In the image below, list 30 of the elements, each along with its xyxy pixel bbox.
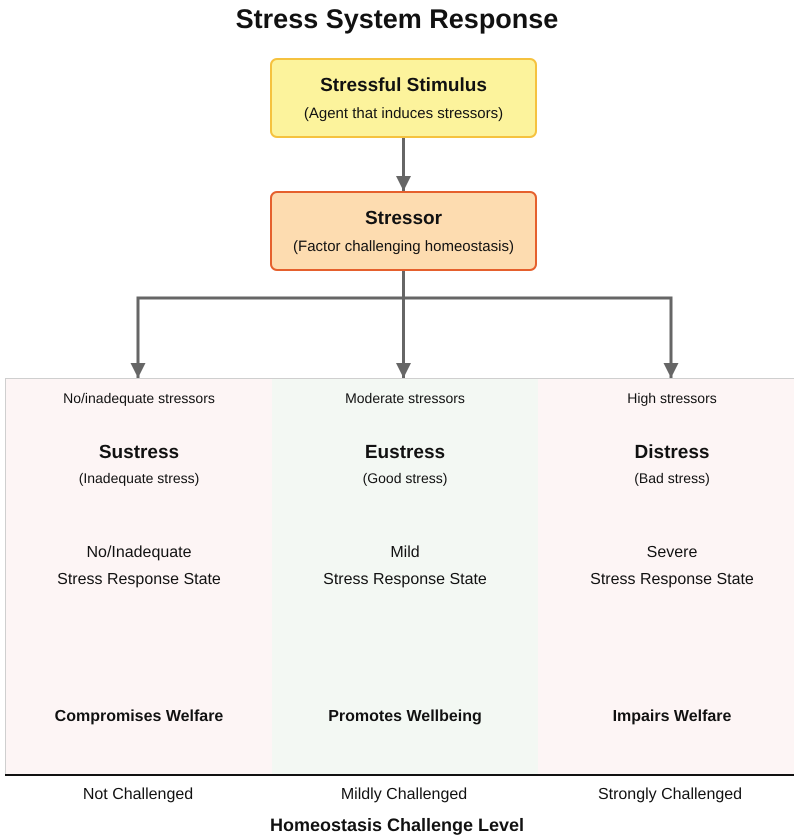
response-state-text: Severe Stress Response State	[590, 543, 754, 590]
box-subtitle: (Factor challenging homeostasis)	[293, 238, 514, 254]
process-box	[270, 58, 537, 138]
diagram-title: Stress System Response	[236, 4, 558, 35]
stress-level-label: No/inadequate stressors	[63, 389, 215, 408]
box-subtitle: (Agent that induces stressors)	[304, 104, 504, 122]
stress-type-heading: Sustress	[98, 441, 180, 465]
outcome-text: Compromises Welfare	[54, 707, 224, 727]
axis-tick-label: Strongly Challenged	[596, 786, 744, 804]
stress-level-label: High stressors	[627, 389, 717, 408]
stress-type-note: (Bad stress)	[634, 469, 710, 488]
outcome-text: Promotes Wellbeing	[328, 707, 482, 727]
stress-type-note: (Inadequate stress)	[78, 469, 200, 488]
stress-level-label: Moderate stressors	[345, 389, 465, 408]
response-state-text: Mild Stress Response State	[323, 543, 487, 590]
outcome-text: Impairs Welfare	[612, 707, 732, 727]
process-box	[270, 191, 537, 271]
box-heading: Stressor	[364, 208, 442, 230]
stress-type-heading: Distress	[634, 441, 710, 465]
axis-tick-label: Not Challenged	[82, 786, 194, 804]
stress-column	[272, 379, 538, 775]
response-state-text: No/Inadequate Stress Response State	[57, 543, 221, 590]
stress-panel	[5, 378, 794, 775]
axis-title: Homeostasis Challenge Level	[270, 815, 524, 836]
box-heading: Stressful Stimulus	[320, 74, 487, 96]
axis-tick-label: Mildly Challenged	[340, 786, 468, 804]
stress-type-note: (Good stress)	[362, 469, 448, 488]
arrow	[396, 138, 411, 191]
stress-type-heading: Eustress	[364, 441, 446, 465]
arrow	[402, 271, 678, 378]
